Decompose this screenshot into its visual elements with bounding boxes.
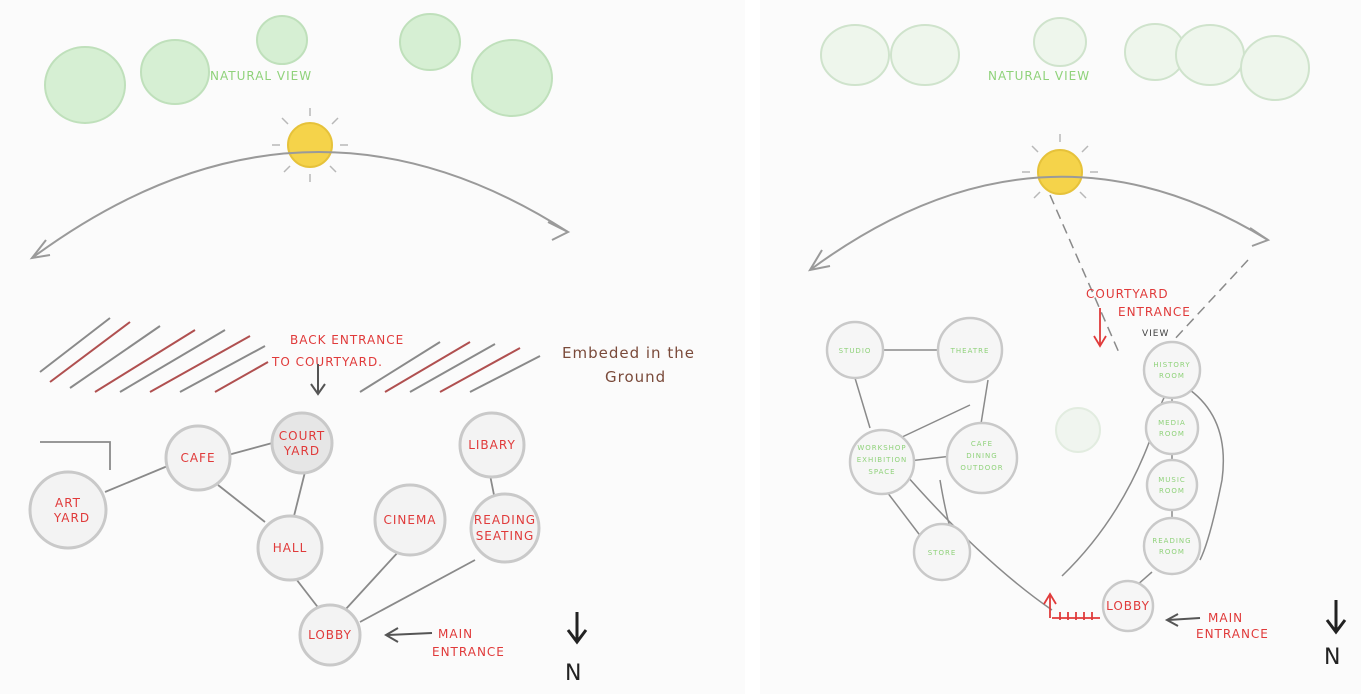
label-cafe: CAFE (180, 451, 215, 465)
label-lobby: LOBBY (308, 628, 352, 642)
north-label: N (565, 661, 581, 686)
node-art-yard (28, 470, 108, 550)
back-entrance-label: BACK ENTRANCE (290, 333, 404, 347)
label-media: MEDIA (1158, 419, 1186, 427)
node-workshop (848, 428, 916, 496)
label-reading-2: ROOM (1159, 548, 1185, 556)
node-cinema (373, 483, 447, 557)
back-door-marker (1043, 592, 1100, 620)
tree-icon (471, 39, 553, 117)
tree-icon (890, 24, 960, 86)
node-media-room (1144, 400, 1200, 456)
node-circles (825, 316, 1202, 633)
label-store: STORE (928, 549, 957, 557)
ground-hatching (39, 317, 541, 393)
back-entrance-label-2: TO COURTYARD. (271, 355, 383, 369)
node-studio (825, 320, 885, 380)
embedded-label: Embeded in the (562, 344, 695, 362)
main-entrance-label-2: ENTRANCE (432, 645, 505, 659)
label-studio: STUDIO (839, 347, 872, 355)
label-music-2: ROOM (1159, 487, 1185, 495)
node-reading-room (1142, 516, 1202, 576)
tree-icon (399, 13, 461, 71)
embedded-label-2: Ground (605, 368, 666, 386)
label-media-2: ROOM (1159, 430, 1185, 438)
label-art-yard: ART (55, 496, 81, 510)
arc-arrowhead-right (1249, 227, 1271, 247)
main-entrance-label: MAIN (438, 627, 473, 641)
label-cafe-dining-3: OUTDOOR (960, 464, 1003, 472)
courtyard-entrance-label: COURTYARD (1086, 287, 1169, 301)
node-courtyard (270, 411, 334, 475)
main-entrance-label: MAIN (1208, 611, 1243, 625)
node-theatre (936, 316, 1004, 384)
node-cafe (164, 424, 232, 492)
right-sketch-panel: STUDIO THEATRE WORKSHOP EXHIBITION SPACE… (760, 0, 1361, 694)
node-music-room (1145, 458, 1199, 512)
sun-icon (1022, 134, 1098, 199)
courtyard-entrance-label-2: ENTRANCE (1118, 305, 1191, 319)
node-lobby (298, 603, 362, 667)
label-art-yard-2: YARD (53, 511, 90, 525)
arc-arrowhead-left (807, 249, 831, 272)
courtyard-entrance-arrow (1093, 308, 1107, 348)
tree-icon (1240, 35, 1310, 101)
label-workshop: WORKSHOP (857, 444, 906, 452)
main-entrance-label-2: ENTRANCE (1196, 627, 1269, 641)
node-library (458, 411, 526, 479)
tree-canopy-group (820, 17, 1310, 101)
label-courtyard: COURT (279, 429, 325, 443)
tree-canopy-group (44, 13, 553, 124)
node-circles (28, 411, 541, 667)
courtyard-void (1055, 407, 1101, 453)
view-label-small: VIEW (1142, 329, 1169, 339)
sun-icon (272, 108, 348, 182)
label-hall: HALL (273, 541, 308, 555)
left-sketch-panel: ART YARD CAFE COURT YARD LIBARY HALL CIN… (28, 13, 695, 686)
label-workshop-2: EXHIBITION (857, 456, 908, 464)
node-history-room (1142, 340, 1202, 400)
node-connections (854, 349, 1225, 611)
node-reading (469, 492, 541, 564)
natural-view-label: NATURAL VIEW (988, 69, 1090, 83)
north-arrow-icon (566, 612, 588, 645)
label-theatre: THEATRE (950, 347, 990, 355)
left-sketch-drawing: ART YARD CAFE COURT YARD LIBARY HALL CIN… (28, 13, 695, 686)
tree-icon (256, 15, 308, 65)
label-cafe-dining-2: DINING (966, 452, 997, 460)
tree-icon (1175, 24, 1245, 86)
node-lobby (1101, 579, 1155, 633)
north-arrow-icon (1325, 600, 1347, 635)
label-reading: READING (1152, 537, 1191, 545)
label-music: MUSIC (1158, 476, 1186, 484)
natural-view-label: NATURAL VIEW (210, 69, 312, 83)
label-reading-2: SEATING (476, 529, 535, 543)
node-store (912, 522, 972, 582)
label-courtyard-2: YARD (283, 444, 320, 458)
label-lobby: LOBBY (1106, 599, 1150, 613)
back-entrance-arrow (310, 364, 326, 396)
tree-icon (820, 24, 890, 86)
label-history: HISTORY (1153, 361, 1190, 369)
right-sketch-drawing: STUDIO THEATRE WORKSHOP EXHIBITION SPACE… (807, 17, 1347, 670)
label-workshop-3: SPACE (868, 468, 895, 476)
label-history-2: ROOM (1159, 372, 1185, 380)
tree-icon (1033, 17, 1087, 67)
tree-icon (44, 46, 126, 124)
sun-path-arc (809, 175, 1269, 271)
view-cone (1049, 194, 1249, 356)
node-cafe-dining (945, 421, 1019, 495)
node-hall (256, 514, 324, 582)
sun-path-arc (31, 151, 569, 259)
label-cinema: CINEMA (383, 513, 436, 527)
north-label: N (1324, 645, 1340, 670)
label-library: LIBARY (468, 438, 516, 452)
main-entrance-arrow (1164, 613, 1201, 627)
label-cafe-dining: CAFE (971, 440, 993, 448)
main-entrance-arrow (384, 627, 433, 643)
arc-arrowhead-left (29, 239, 51, 260)
arc-arrowhead-right (547, 221, 571, 241)
label-reading: READING (474, 513, 536, 527)
tree-icon (140, 39, 210, 105)
